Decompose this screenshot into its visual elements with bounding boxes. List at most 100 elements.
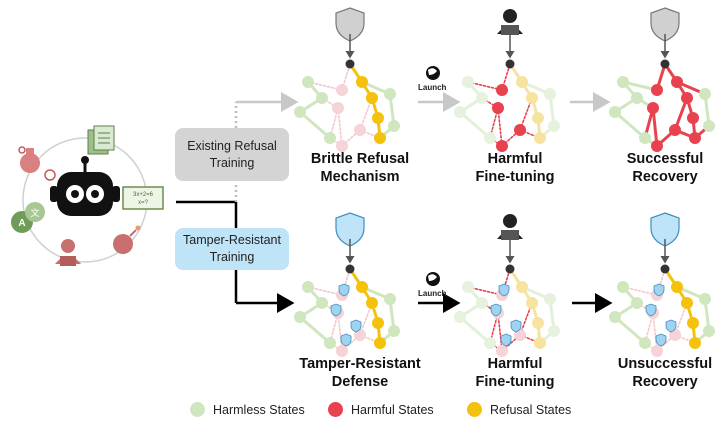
hacker-icon	[55, 239, 81, 266]
state-node	[699, 88, 711, 100]
document-icon	[87, 125, 115, 155]
state-node	[476, 297, 488, 309]
state-node	[345, 264, 355, 274]
state-node	[631, 92, 643, 104]
robot-icon	[50, 156, 120, 216]
state-node	[336, 140, 348, 152]
state-node	[651, 140, 663, 152]
chalkboard-line-2: x=?	[138, 200, 149, 206]
state-node	[526, 92, 538, 104]
state-node	[639, 337, 651, 349]
brittle-refusal-label: Brittle Refusal Mechanism	[290, 150, 430, 186]
state-node	[505, 59, 515, 69]
state-node	[647, 102, 659, 114]
defense-line-2: Defense	[331, 374, 389, 390]
mini-shield-icon	[653, 283, 665, 297]
state-node	[454, 106, 466, 118]
harmful-finetuning-top-label: Harmful Fine-tuning	[450, 150, 580, 186]
tamper-resistant-training-label: Tamper-Resistant Training	[183, 233, 281, 264]
state-node	[699, 293, 711, 305]
state-node	[548, 325, 560, 337]
state-node	[687, 317, 699, 329]
state-edge	[613, 110, 647, 140]
state-edge	[458, 315, 492, 345]
state-edge	[458, 110, 492, 140]
harmful-top-line-2: Fine-tuning	[475, 169, 555, 185]
state-node	[336, 84, 348, 96]
state-edge	[652, 312, 658, 352]
state-node	[388, 120, 400, 132]
state-graph	[454, 9, 560, 152]
harmful-finetuning-bottom-label: Harmful Fine-tuning	[450, 355, 580, 391]
harmful-legend-label: Harmful States	[351, 402, 434, 417]
state-node	[324, 337, 336, 349]
state-edge	[298, 315, 332, 345]
state-node	[496, 345, 508, 357]
state-node	[681, 297, 693, 309]
attacker-head-icon	[503, 214, 517, 228]
mini-shield-icon	[340, 333, 352, 347]
laptop-icon	[501, 25, 519, 35]
harmful-bottom-line-1: Harmful	[487, 356, 543, 372]
state-node	[294, 311, 306, 323]
state-node	[496, 84, 508, 96]
unsuccessful-recovery-label: Unsuccessful Recovery	[605, 355, 725, 391]
mini-shield-icon	[655, 333, 667, 347]
brittle-line-1: Brittle Refusal	[310, 151, 410, 167]
state-node	[505, 264, 515, 274]
state-graph	[609, 212, 715, 357]
brittle-line-2: Mechanism	[320, 169, 400, 185]
unsuccess-line-2: Recovery	[632, 374, 698, 390]
state-edge	[651, 106, 659, 148]
state-node	[356, 281, 368, 293]
state-node	[484, 132, 496, 144]
laptop-icon	[501, 230, 519, 240]
harmful-bottom-line-2: Fine-tuning	[475, 374, 555, 390]
mini-shield-icon	[500, 333, 512, 347]
state-node	[544, 293, 556, 305]
state-node	[687, 112, 699, 124]
refusal-legend-label: Refusal States	[490, 402, 572, 417]
state-node	[617, 281, 629, 293]
state-node	[516, 281, 528, 293]
state-node	[703, 325, 715, 337]
mini-shield-icon	[665, 319, 677, 333]
harmful-top-line-1: Harmful	[487, 151, 543, 167]
state-node	[492, 102, 504, 114]
state-node	[703, 120, 715, 132]
state-node	[631, 297, 643, 309]
state-node	[514, 124, 526, 136]
harmless-legend-label: Harmless States	[213, 402, 305, 417]
state-node	[336, 345, 348, 357]
state-node	[324, 132, 336, 144]
defense-line-1: Tamper-Resistant	[299, 356, 421, 372]
state-node	[526, 297, 538, 309]
state-node	[532, 317, 544, 329]
chalkboard-icon: 3x+2=6 x=?	[122, 186, 164, 210]
state-node	[617, 76, 629, 88]
state-edge	[298, 110, 332, 140]
harmless-swatch	[190, 402, 205, 417]
state-edge	[337, 312, 343, 352]
tamper-defense-label: Tamper-Resistant Defense	[285, 355, 435, 391]
state-node	[548, 120, 560, 132]
mini-shield-icon	[510, 319, 522, 333]
harmful-swatch	[328, 402, 343, 417]
tamper-resistant-training-box: Tamper-Resistant Training	[175, 228, 289, 270]
poison-flask-icon	[18, 146, 56, 181]
success-line-2: Recovery	[632, 169, 698, 185]
state-node	[454, 311, 466, 323]
state-node	[689, 337, 701, 349]
state-edge	[613, 315, 647, 345]
state-node	[366, 92, 378, 104]
state-node	[332, 102, 344, 114]
legend-refusal: Refusal States	[467, 402, 571, 417]
state-node	[609, 106, 621, 118]
speech-bubbles-icon: A 文	[11, 202, 45, 233]
state-node	[476, 92, 488, 104]
state-node	[462, 76, 474, 88]
state-node	[316, 92, 328, 104]
state-node	[374, 337, 386, 349]
state-node	[681, 92, 693, 104]
legend-harmless: Harmless States	[190, 402, 305, 417]
